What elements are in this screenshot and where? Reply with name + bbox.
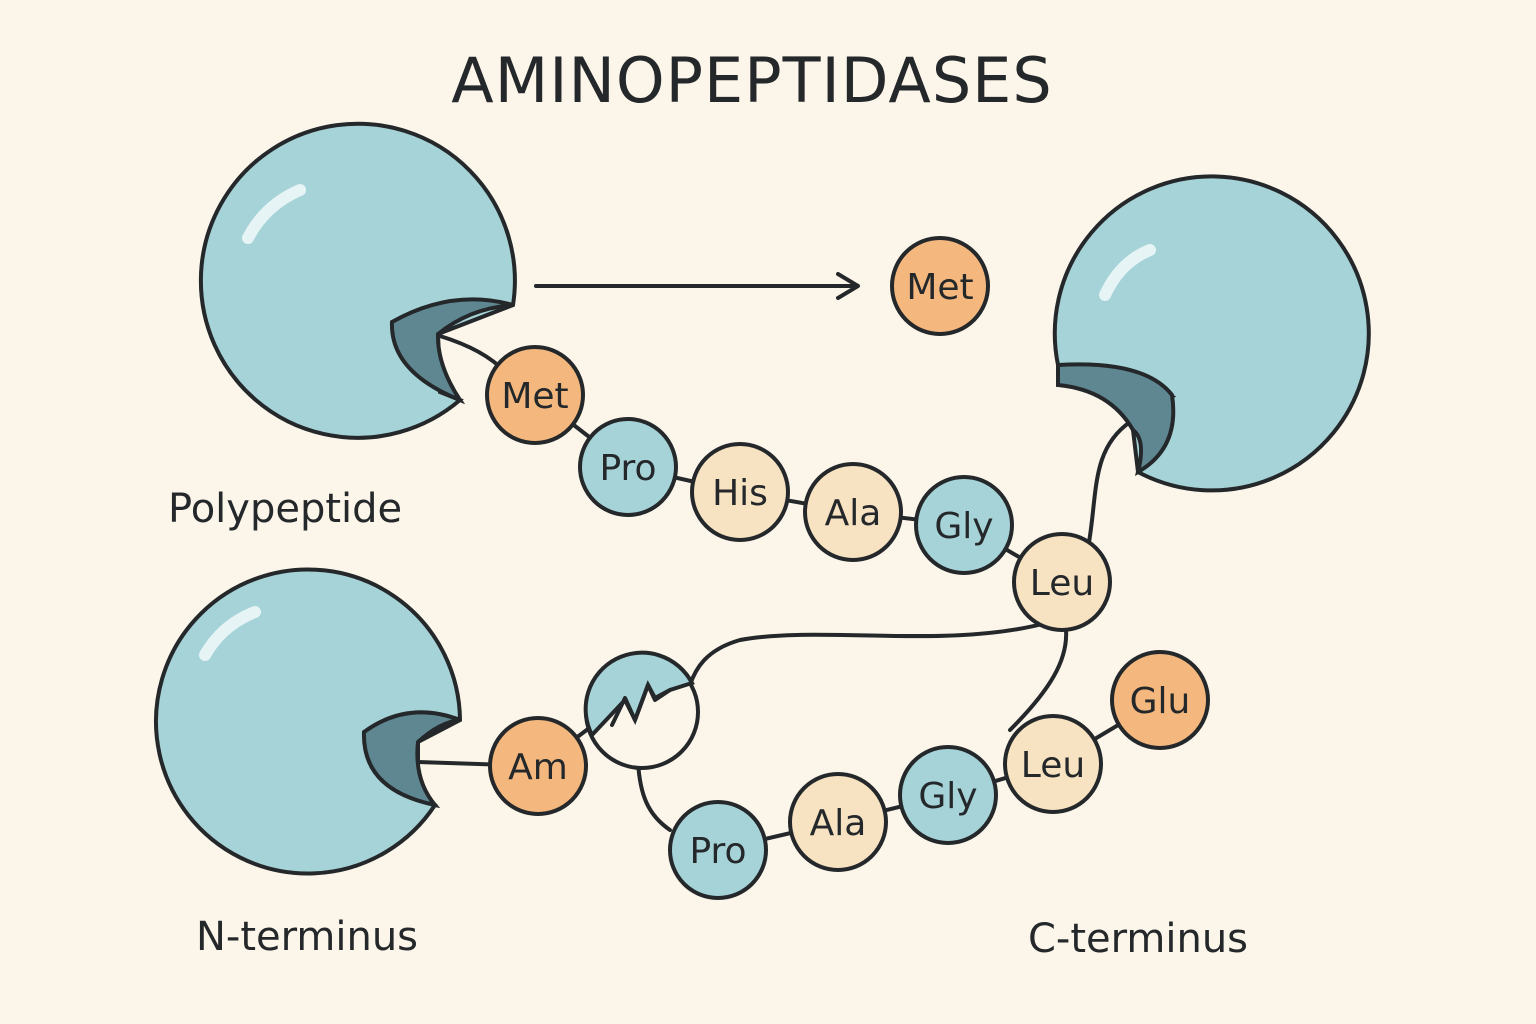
top-residue-ala-3-label: Ala xyxy=(825,493,882,534)
top-residue-his-2: His xyxy=(690,442,790,542)
released-residue-label: Met xyxy=(906,267,973,308)
bottom-residue-pro-1-label: Pro xyxy=(689,831,746,872)
top-residue-pro-1-label: Pro xyxy=(599,448,656,489)
top-residue-pro-1: Pro xyxy=(578,417,678,517)
top-residue-met-0: Met xyxy=(485,345,585,445)
release-arrow xyxy=(534,272,860,300)
bottom-residue-ala-2-circle xyxy=(788,772,888,872)
enzyme-bottom-left xyxy=(154,567,463,876)
polypeptide-label: Polypeptide xyxy=(168,486,402,532)
top-residue-ala-3-circle xyxy=(803,462,903,562)
enzyme-right xyxy=(1052,174,1371,493)
top-residue-gly-4-label: Gly xyxy=(934,506,993,547)
bottom-residue-am-0-circle xyxy=(488,716,588,816)
bottom-residue-leu-4: Leu xyxy=(1003,714,1103,814)
bottom-residue-ala-2: Ala xyxy=(788,772,888,872)
c-terminus-label: C-terminus xyxy=(1028,916,1248,962)
n-terminus-label: N-terminus xyxy=(196,914,418,960)
released-residue: Met xyxy=(890,236,990,336)
top-residue-leu-5-label: Leu xyxy=(1030,563,1094,604)
top-residue-met-0-circle xyxy=(485,345,585,445)
bottom-residue-gly-3-circle xyxy=(898,745,998,845)
released-residue-circle xyxy=(890,236,990,336)
bottom-residue-gly-3-label: Gly xyxy=(918,776,977,817)
bottom-residue-ala-2-label: Ala xyxy=(810,803,867,844)
top-residue-his-2-circle xyxy=(690,442,790,542)
bottom-residue-leu-4-label: Leu xyxy=(1021,745,1085,786)
cleavage-site xyxy=(583,650,700,770)
zigzag-cleavage-icon xyxy=(610,683,672,727)
top-residue-gly-4: Gly xyxy=(914,475,1014,575)
top-residue-leu-5: Leu xyxy=(1012,532,1112,632)
top-residue-ala-3: Ala xyxy=(803,462,903,562)
bottom-residue-glu-5-circle xyxy=(1110,650,1210,750)
top-residue-leu-5-circle xyxy=(1012,532,1112,632)
bottom-residue-pro-1-circle xyxy=(668,800,768,900)
top-residue-gly-4-circle xyxy=(914,475,1014,575)
bottom-residue-gly-3: Gly xyxy=(898,745,998,845)
page-title: AMINOPEPTIDASES xyxy=(451,44,1052,117)
bottom-residue-leu-4-circle xyxy=(1003,714,1103,814)
top-residue-his-2-label: His xyxy=(712,473,768,514)
bottom-residue-am-0-label: Am xyxy=(508,747,568,788)
top-residue-met-0-label: Met xyxy=(501,376,568,417)
bottom-residue-am-0: Am xyxy=(488,716,588,816)
bottom-residue-glu-5: Glu xyxy=(1110,650,1210,750)
top-residue-pro-1-circle xyxy=(578,417,678,517)
bottom-residue-glu-5-label: Glu xyxy=(1130,681,1191,722)
bottom-residue-pro-1: Pro xyxy=(668,800,768,900)
enzyme-top-left xyxy=(198,121,517,440)
